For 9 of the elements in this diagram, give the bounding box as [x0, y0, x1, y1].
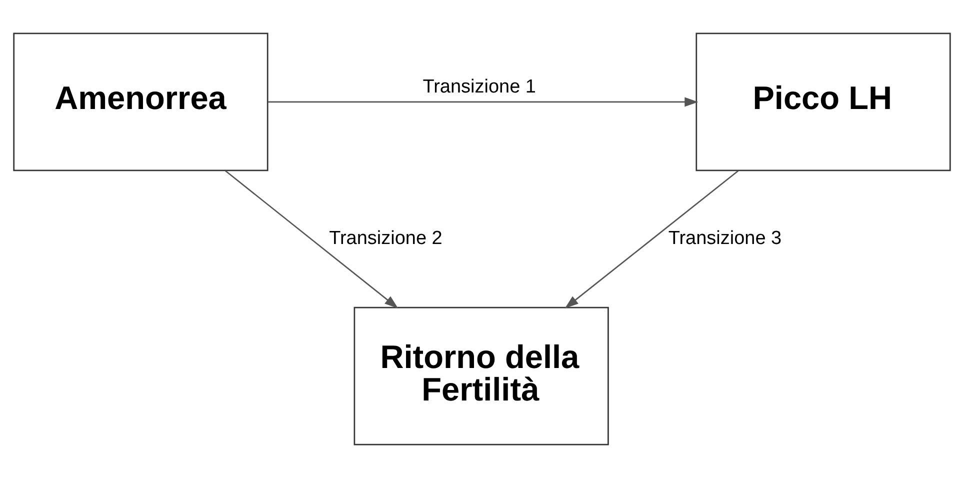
edge-label: Transizione 3 [668, 228, 782, 249]
edge-label: Transizione 2 [329, 228, 442, 249]
node-box: Ritorno della Fertilità [354, 306, 609, 445]
arrow [224, 170, 398, 308]
arrow [564, 170, 739, 308]
arrow [268, 96, 698, 106]
node-box: Amenorrea [13, 32, 268, 171]
edge-label: Transizione 1 [422, 76, 536, 98]
node-box: Picco LH [696, 32, 951, 171]
